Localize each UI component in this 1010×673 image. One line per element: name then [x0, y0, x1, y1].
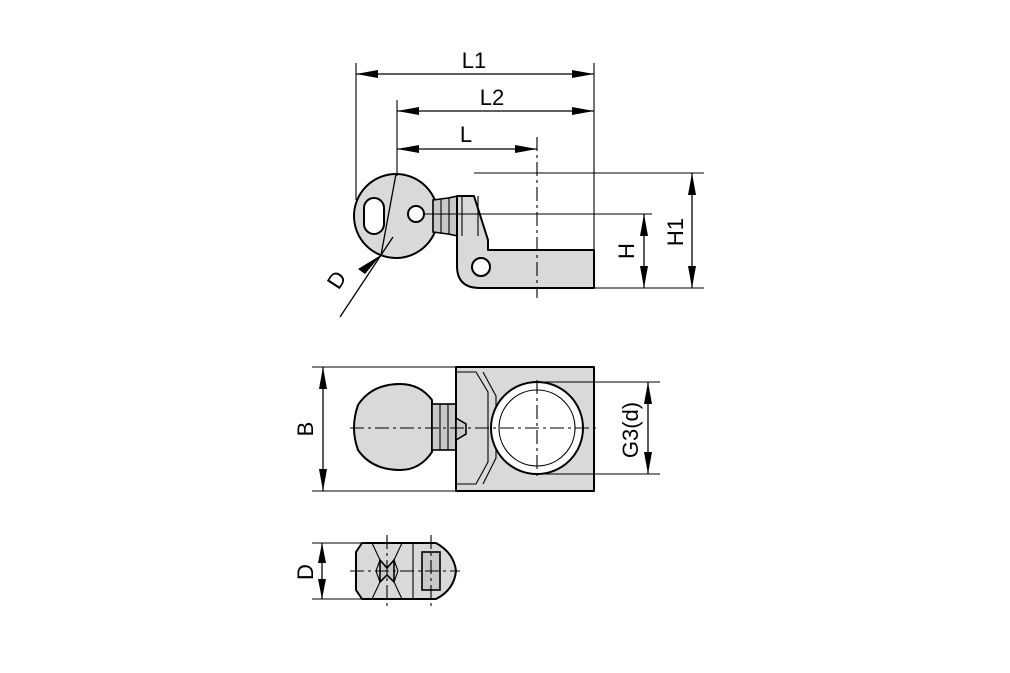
dim-label-h1: H1	[663, 218, 688, 246]
dim-label-d-bottom: D	[293, 564, 318, 580]
dim-label-g3: G3(d)	[618, 402, 643, 458]
dim-label-l1: L1	[462, 48, 486, 73]
dim-label-l2: L2	[480, 85, 504, 110]
lever-hole	[471, 257, 491, 277]
ball-slot	[363, 197, 385, 235]
dim-label-l: L	[460, 122, 472, 147]
side-view: L1 L2 L H H1 D	[322, 48, 704, 318]
neck-top	[431, 403, 457, 451]
dim-label-b: B	[293, 422, 318, 437]
neck	[432, 195, 459, 237]
knob-top	[353, 383, 433, 471]
end-view: D	[293, 535, 460, 607]
lever-body	[456, 195, 595, 289]
top-view: B G3(d)	[293, 366, 660, 492]
ball-center-hole	[407, 205, 425, 223]
dim-label-h: H	[614, 243, 639, 259]
dim-label-d-top: D	[322, 266, 352, 293]
